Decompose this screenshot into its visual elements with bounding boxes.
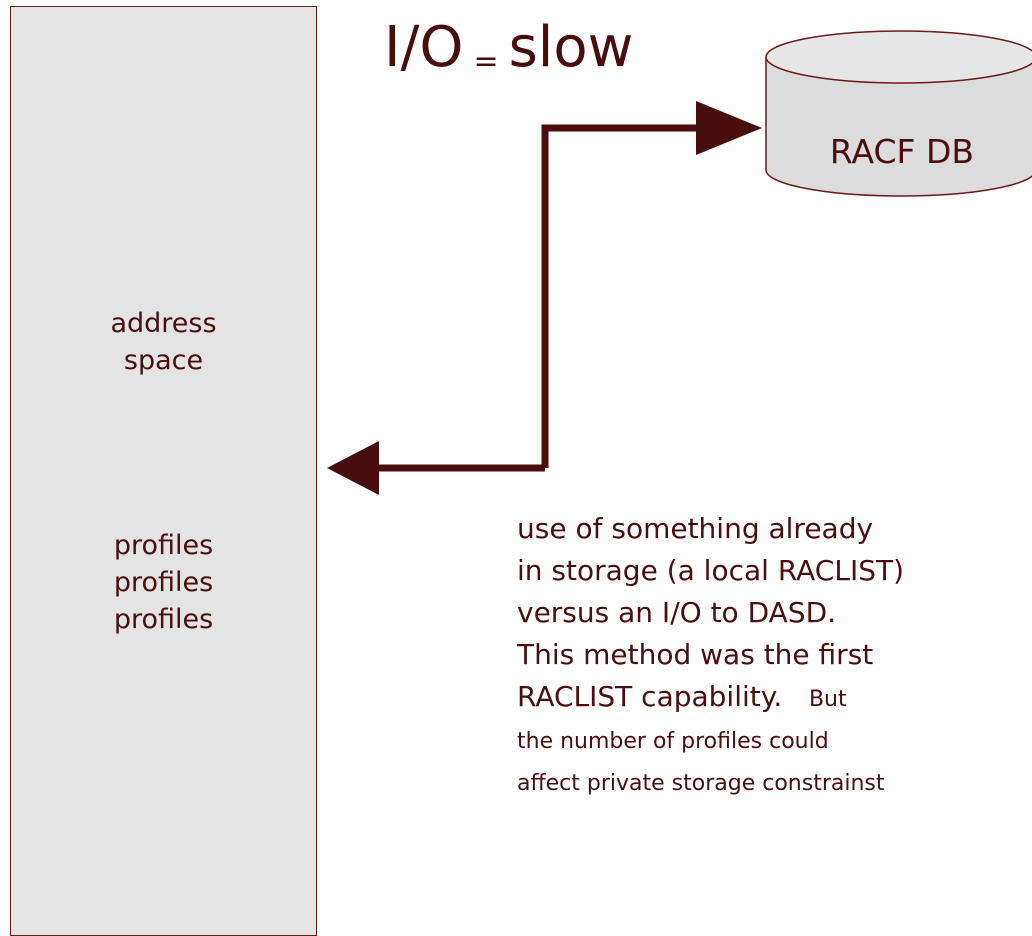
profiles-item: profiles bbox=[113, 604, 214, 635]
title-equals: = bbox=[473, 43, 499, 79]
note-line: in storage (a local RACLIST) bbox=[517, 554, 905, 587]
title-slow: slow bbox=[508, 15, 634, 80]
title-io: I/O bbox=[384, 15, 464, 80]
address-space-label: address space bbox=[11, 305, 316, 379]
database-cylinder bbox=[765, 30, 1032, 197]
profiles-item: profiles bbox=[113, 530, 214, 561]
racf-db-label: RACF DB bbox=[829, 132, 975, 171]
profiles-list: profiles profiles profiles bbox=[11, 527, 316, 638]
io-connector-line bbox=[541, 124, 700, 468]
note-line-5a: RACLIST capability. bbox=[517, 680, 783, 713]
arrowhead-to-address-space bbox=[327, 441, 379, 495]
note-line: use of something already bbox=[517, 512, 874, 545]
note-line: affect private storage constrainst bbox=[517, 771, 885, 796]
note-line: This method was the first bbox=[517, 638, 874, 671]
address-space-label-line1: address bbox=[110, 308, 217, 339]
profiles-item: profiles bbox=[113, 567, 214, 598]
slide-title: I/O=slow bbox=[384, 20, 633, 77]
explanation-note: use of something already in storage (a l… bbox=[517, 508, 1027, 805]
address-space-box: address space profiles profiles profiles bbox=[10, 6, 317, 936]
arrowhead-to-database bbox=[696, 101, 762, 155]
note-line-5b: But bbox=[808, 687, 847, 712]
address-space-label-line2: space bbox=[123, 345, 204, 376]
note-line-5: RACLIST capability. But bbox=[517, 676, 1027, 721]
note-line: versus an I/O to DASD. bbox=[517, 596, 837, 629]
note-line: the number of profiles could bbox=[517, 729, 829, 754]
